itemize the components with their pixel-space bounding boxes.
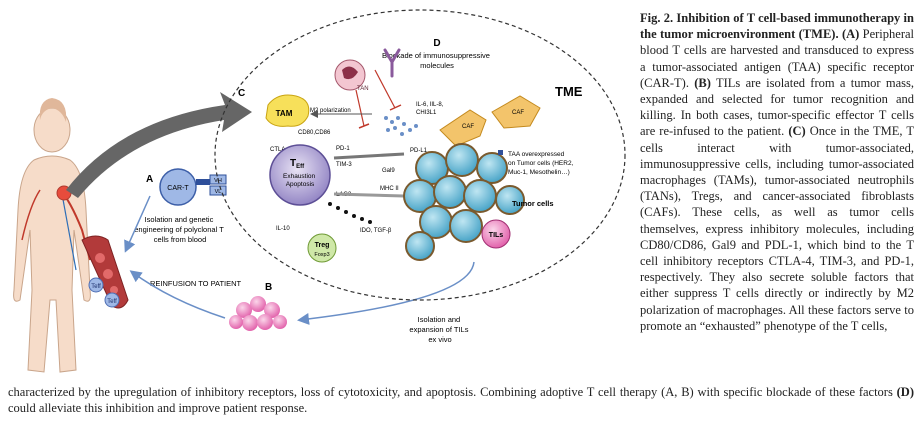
teff-label: Teff xyxy=(91,284,101,290)
car-t-cell xyxy=(159,168,197,206)
figure-caption: Fig. 2. Inhibition of T cell-based immun… xyxy=(640,10,914,334)
treg-cell xyxy=(307,233,337,263)
pd1-label: PD-1 xyxy=(336,146,350,152)
tumor-cluster xyxy=(403,143,525,261)
caption-part-b-label: (B) xyxy=(694,75,711,90)
tils-cell xyxy=(481,219,511,249)
vl-label: VL xyxy=(215,189,222,195)
cd80-label: CD80,CD86 xyxy=(298,130,331,136)
tme-label: TME xyxy=(555,84,583,99)
isolation-genetic-text: Isolation and genetic engineering of pol… xyxy=(134,215,225,244)
cytokines-text: IL-6, IIL-8, CHI3L1 xyxy=(416,102,445,116)
caption-part-b-text: TILs are isolated from a tumor mass, exp… xyxy=(640,75,914,139)
ido-label: IDO, TGF-β xyxy=(360,228,392,234)
teff-cell xyxy=(269,144,331,206)
caption-tail-d-label: (D) xyxy=(896,385,914,399)
patient-body xyxy=(13,98,91,373)
label-a: A xyxy=(146,174,153,185)
il10-label: IL-10 xyxy=(276,226,290,232)
taa-text: TAA overexpressed on Tumor cells (HER2, … xyxy=(508,151,575,176)
pdl1-label: PD-L1 xyxy=(410,148,428,154)
tim3-label: TIM-3 xyxy=(336,162,352,168)
caption-tail-b: could alleviate this inhibition and impr… xyxy=(8,401,308,416)
figure-diagram: Teff Teff A CAR-T VH VL Isolation and ge… xyxy=(13,9,626,373)
label-d: D xyxy=(433,38,440,49)
isolation-tils-text: Isolation and expansion of TILs ex vivo xyxy=(409,315,470,344)
caf-label: CAF xyxy=(512,110,524,116)
big-arrow xyxy=(66,92,252,198)
ctla4-label: CTLA-4 xyxy=(270,147,291,153)
m2-label: M2 polarization xyxy=(310,108,351,114)
foxp3-label: Foxp3 xyxy=(314,252,329,258)
antibody-icon xyxy=(383,48,401,78)
blockade-text: Blockade of immunosuppressive molecules xyxy=(382,51,492,70)
blood-vessel: Teff Teff xyxy=(81,235,129,309)
tumor-cells-label: Tumor cells xyxy=(512,199,554,208)
tme-boundary xyxy=(214,9,626,301)
caption-continuation: characterized by the upregulation of inh… xyxy=(8,384,914,416)
tils-label: TILs xyxy=(489,232,503,239)
label-c: C xyxy=(238,88,245,99)
exhaustion-text: Exhaustion Apoptosis xyxy=(283,173,317,188)
tam-cell xyxy=(265,94,310,127)
reinfusion-label: REINFUSION TO PATIENT xyxy=(150,279,242,288)
caption-part-c-label: (C) xyxy=(788,124,806,139)
caption-fig-label: Fig. 2. Inhibition of T cell-based immun… xyxy=(640,11,914,42)
teff-label: Teff xyxy=(107,299,117,305)
ido-dots xyxy=(328,202,372,224)
caf-label: CAF xyxy=(462,124,474,130)
caption-tail-a: characterized by the upregulation of inh… xyxy=(8,385,897,399)
tam-label: TAM xyxy=(276,109,293,118)
til-cluster xyxy=(229,296,287,331)
label-b: B xyxy=(265,282,272,293)
caption-part-c-text: Once in the TME, T cells interact with t… xyxy=(640,124,914,333)
car-t-label: CAR-T xyxy=(167,185,189,192)
caf-cell xyxy=(439,109,487,147)
caption-part-a-text: Peripheral blood T cells are harvested a… xyxy=(640,27,915,90)
caption-part-a-label: (A) xyxy=(841,27,860,42)
treg-label: Treg xyxy=(315,242,330,249)
gal9-label: Gal9 xyxy=(382,168,395,174)
caf-cell xyxy=(491,95,541,129)
tan-label: TAN xyxy=(357,86,369,92)
cytokine-dots xyxy=(384,116,418,136)
teff-main-label: TEff xyxy=(290,158,305,170)
mhc-label: MHC II xyxy=(380,186,399,192)
